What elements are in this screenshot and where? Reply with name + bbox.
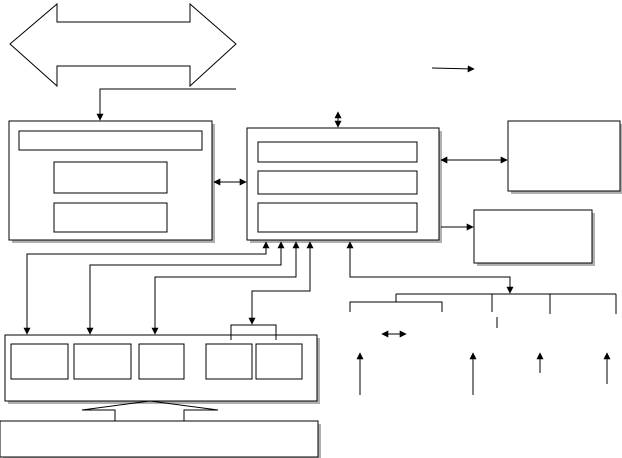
right-module-top (507, 120, 621, 192)
bottom-module-cell-1 (10, 343, 69, 380)
base-bar (0, 420, 319, 458)
bottom-module-cell-3 (138, 343, 185, 380)
center-module-row-1 (257, 141, 418, 163)
left-module-inner-1 (53, 161, 168, 194)
bus-to-left-connector (96, 88, 236, 121)
center-module-row-2 (257, 170, 418, 195)
bottom-module-cell-2 (73, 343, 132, 380)
legend-arrow (431, 65, 475, 73)
cell1-link (23, 241, 270, 335)
center-module (246, 127, 440, 241)
base-up-arrow (81, 400, 219, 422)
left-module-inner-2 (53, 202, 168, 233)
bus-arrow (9, 2, 237, 88)
left-module (8, 120, 213, 241)
left-module-header (18, 130, 203, 151)
cells45-link (248, 241, 314, 325)
right-module-bottom (473, 209, 593, 264)
cell3-link (151, 241, 300, 335)
bottom-module (4, 334, 318, 402)
bottom-module-cell-4 (205, 343, 253, 380)
bottom-module-cell-5 (255, 343, 303, 380)
center-to-branch-link (346, 241, 514, 294)
center-module-row-3 (257, 202, 418, 233)
branch-left (349, 301, 443, 312)
